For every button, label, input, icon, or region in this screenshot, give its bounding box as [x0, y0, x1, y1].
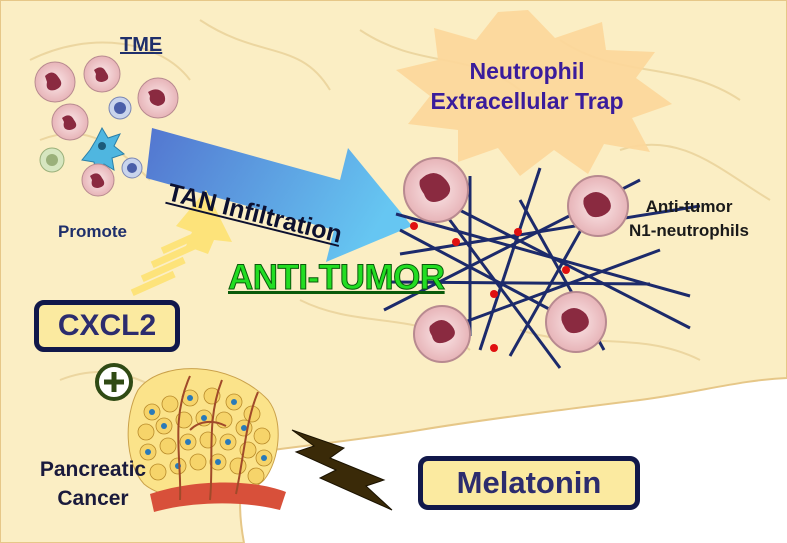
- lymphocyte-icon: [108, 96, 132, 120]
- neutrophil-cell-icon: [413, 305, 471, 363]
- net-starburst: [396, 10, 672, 176]
- pancreatic-label-line1: Pancreatic: [39, 458, 147, 481]
- cxcl2-label: CXCL2: [57, 309, 157, 342]
- lightning-icon: [291, 429, 393, 511]
- net-title-line2: Extracellular Trap: [430, 88, 624, 114]
- neutrophil-cell-icon: [34, 61, 76, 103]
- neutrophil-cell-icon: [137, 77, 179, 119]
- n1-label-line2: N1-neutrophils: [629, 221, 749, 240]
- neutrophil-cell-icon: [545, 291, 607, 353]
- pancreatic-cancer-label: Pancreatic Cancer: [18, 455, 168, 513]
- anti-tumor-label: ANTI-TUMOR: [228, 258, 446, 298]
- promote-arrow: [130, 190, 232, 297]
- lymphocyte-icon: [121, 157, 143, 179]
- net-title: Neutrophil Extracellular Trap: [412, 56, 642, 116]
- promote-label: Promote: [58, 222, 127, 241]
- pancreatic-label-line2: Cancer: [57, 487, 129, 510]
- neutrophil-cell-icon: [83, 55, 121, 93]
- cxcl2-box: CXCL2: [34, 300, 180, 352]
- lymphocyte-icon: [39, 147, 65, 173]
- tan-infiltration-arrow: [146, 128, 412, 262]
- tumor-cluster-icon: [127, 368, 286, 512]
- net-structure: [383, 157, 701, 369]
- tme-label: TME: [120, 34, 163, 56]
- neutrophil-cell-icon: [51, 103, 89, 141]
- melatonin-box: Melatonin: [418, 456, 640, 510]
- n1-label-line1: Anti-tumor: [645, 197, 733, 216]
- neutrophil-cell-icon: [403, 157, 469, 223]
- neutrophil-cell-icon: [81, 163, 115, 197]
- neutrophil-cell-icon: [567, 175, 629, 237]
- melatonin-label: Melatonin: [456, 465, 602, 500]
- macrophage-icon: [81, 126, 126, 176]
- net-title-line1: Neutrophil: [469, 58, 585, 84]
- n1-neutrophils-label: Anti-tumor N1-neutrophils: [614, 195, 764, 243]
- tme-cell-cluster: [34, 55, 179, 197]
- plus-circle-icon: [95, 363, 133, 401]
